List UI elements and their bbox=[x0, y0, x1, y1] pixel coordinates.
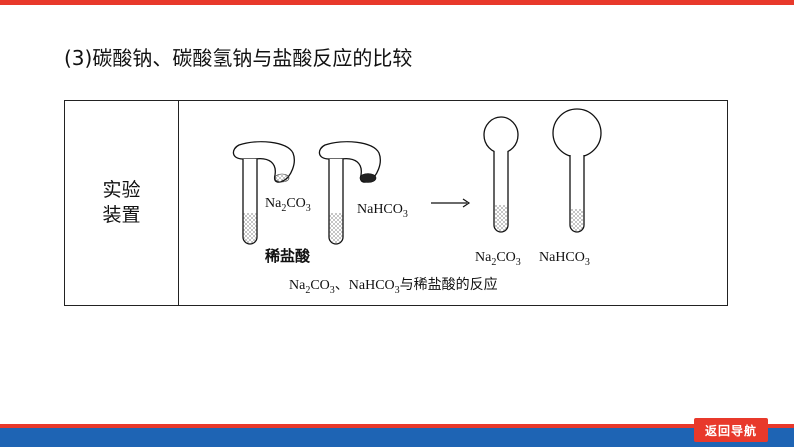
back-to-nav-button[interactable]: 返回导航 bbox=[694, 418, 768, 442]
acid-na2co3 bbox=[243, 213, 257, 244]
footer-bar bbox=[0, 424, 794, 447]
result-balloon-nahco3 bbox=[552, 108, 602, 158]
label-na2co3: Na2CO3 bbox=[265, 196, 311, 214]
label-nahco3: NaHCO3 bbox=[357, 202, 408, 220]
row-label: 实验 装置 bbox=[100, 178, 144, 228]
row-label-cell: 实验 装置 bbox=[65, 101, 179, 305]
result-na2co3 bbox=[483, 116, 519, 233]
acid-nahco3 bbox=[329, 213, 343, 244]
result-balloon-na2co3 bbox=[483, 116, 519, 154]
footer-red-stripe bbox=[0, 424, 794, 428]
powder-na2co3 bbox=[274, 173, 290, 183]
result-nahco3 bbox=[552, 108, 602, 233]
result-label-nahco3: NaHCO3 bbox=[539, 250, 590, 268]
apparatus-na2co3 bbox=[232, 141, 295, 245]
result-label-na2co3: Na2CO3 bbox=[475, 250, 521, 268]
balloon-nahco3 bbox=[318, 141, 381, 183]
row-label-line1: 实验 bbox=[102, 179, 141, 201]
powder-nahco3 bbox=[359, 173, 377, 183]
balloon-na2co3 bbox=[232, 141, 295, 183]
apparatus-nahco3 bbox=[318, 141, 381, 245]
diagram-caption: Na2CO3、NaHCO3与稀盐酸的反应 bbox=[289, 276, 498, 296]
label-acid: 稀盐酸 bbox=[265, 247, 311, 265]
top-accent-bar bbox=[0, 0, 794, 5]
row-label-line2: 装置 bbox=[102, 204, 141, 226]
result-acid-na2co3 bbox=[494, 205, 508, 232]
experiment-diagram: Na2CO3 NaHCO3 稀盐酸 Na2CO3 NaHCO3 Na2CO3、N… bbox=[232, 108, 602, 296]
result-acid-nahco3 bbox=[570, 209, 584, 232]
section-heading: (3)碳酸钠、碳酸氢钠与盐酸反应的比较 bbox=[64, 46, 413, 70]
reaction-arrow bbox=[431, 198, 471, 208]
comparison-table: 实验 装置 Na2CO3 NaHCO3 稀盐酸 bbox=[64, 100, 728, 306]
